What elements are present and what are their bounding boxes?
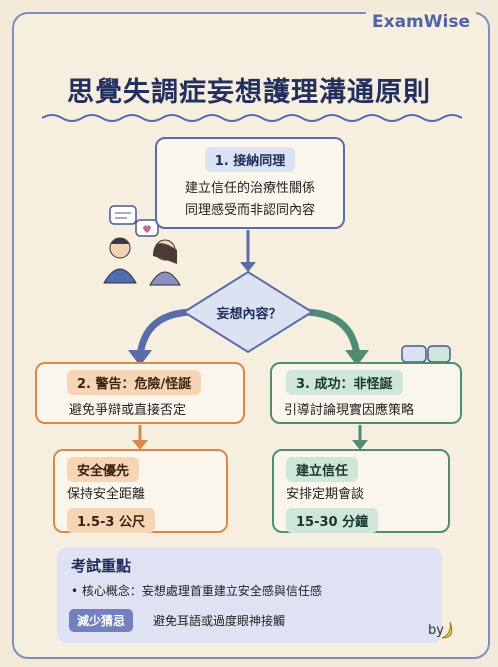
success-text: 引導討論現實因應策略	[284, 403, 415, 418]
safety-label: 安全優先	[67, 457, 140, 482]
arrow-decision-to-warning	[136, 308, 196, 357]
credit: by	[428, 623, 444, 638]
step1-label: 1. 接納同理	[204, 147, 296, 172]
chat-people-illustration	[103, 205, 181, 286]
trust-line2: 15-30 分鐘	[286, 508, 379, 533]
trust-box: 建立信任 安排定期會談 15-30 分鐘	[272, 449, 450, 533]
warning-box: 2. 警告：危險/怪誕 避免爭辯或直接否定	[35, 362, 245, 424]
exam-panel: 考試重點 • 核心概念：妄想處理首重建立安全感與信任感 減少猜忌 避免耳語或過度…	[57, 547, 442, 643]
exam-tip: 避免耳語或過度眼神接觸	[153, 614, 286, 628]
success-box: 3. 成功：非怪誕 引導討論現實因應策略	[270, 362, 462, 424]
exam-tag: 減少猜忌	[69, 609, 134, 632]
page-title: 思覺失調症妄想護理溝通原則	[67, 77, 431, 108]
trust-line1: 安排定期會談	[286, 487, 365, 502]
success-label: 3. 成功：非怪誕	[286, 370, 403, 395]
decision-label: 妄想內容？	[216, 307, 282, 322]
arrow-decision-to-success	[301, 308, 361, 357]
step1-line1: 建立信任的治療性關係	[184, 181, 315, 196]
warning-text: 避免爭辯或直接否定	[69, 403, 187, 418]
step1-box: 1. 接納同理 建立信任的治療性關係 同理感受而非認同內容	[155, 137, 345, 229]
safety-line1: 保持安全距離	[67, 487, 146, 502]
step1-line2: 同理感受而非認同內容	[184, 203, 315, 218]
safety-line2: 1.5-3 公尺	[67, 508, 155, 533]
title-underline	[41, 114, 463, 122]
exam-title: 考試重點	[71, 557, 132, 575]
exam-point: • 核心概念：妄想處理首重建立安全感與信任感	[71, 584, 322, 598]
warning-label: 2. 警告：危險/怪誕	[67, 370, 202, 395]
safety-box: 安全優先 保持安全距離 1.5-3 公尺	[53, 449, 228, 533]
brand-logo: ExamWise	[366, 12, 476, 32]
banana-icon	[441, 621, 453, 639]
decision-diamond	[182, 270, 314, 354]
trust-label: 建立信任	[286, 457, 359, 482]
